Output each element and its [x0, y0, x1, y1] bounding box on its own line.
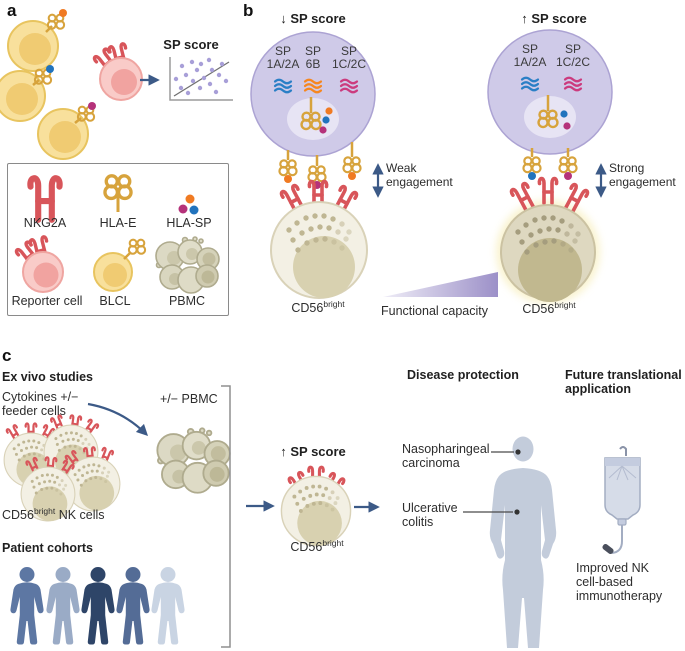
strong-hla-e-complexes	[522, 148, 578, 180]
sp-1a2a-label: 1A/2A	[513, 55, 547, 69]
cd56bright-nk-cluster	[4, 412, 122, 523]
cd56bright-label: CD56bright	[522, 299, 576, 316]
sp-score-up-label: ↑ SP score	[280, 444, 346, 459]
legend-label-hla-sp: HLA-SP	[166, 216, 212, 230]
nasopharyngeal-label: carcinoma	[402, 456, 460, 470]
sp-1c2c-label: SP	[564, 42, 582, 56]
sp-6b-label: 6B	[305, 57, 321, 71]
person-icon	[81, 567, 115, 645]
hla-sp-dot	[46, 65, 54, 73]
hla-e-icon	[103, 174, 133, 212]
strong-engagement-label: engagement	[609, 175, 676, 189]
sp-1c2c-label: 1C/2C	[555, 55, 591, 69]
legend-box	[7, 163, 229, 316]
sp-1a2a-label: SP	[521, 42, 539, 56]
improved-nk-label: cell-based	[576, 575, 633, 589]
functional-capacity-label: Functional capacity	[381, 304, 489, 318]
strong-engagement-label: Strong	[609, 161, 645, 175]
high-sp-title: ↑ SP score	[521, 11, 587, 26]
arrow-to-pbmc	[87, 402, 149, 437]
legend-label-pbmc: PBMC	[168, 294, 206, 308]
sp-1c2c-label: SP	[340, 44, 358, 58]
reporter-cell-icon	[13, 234, 64, 293]
sp-1c2c-label: 1C/2C	[331, 57, 367, 71]
legend-label-nkg2a: NKG2A	[23, 216, 67, 230]
improved-nk-label: immunotherapy	[576, 589, 663, 603]
ulcerative-colitis-label: colitis	[402, 515, 434, 529]
functional-capacity-gradient	[383, 272, 498, 297]
low-sp-target-cell	[250, 31, 376, 157]
panel-a-label: a	[7, 1, 17, 20]
disease-protection-heading: Disease protection	[407, 368, 519, 382]
sp-score-scatter-plot	[169, 57, 233, 101]
iv-bag-icon	[602, 446, 641, 555]
patient-cohort-icons	[10, 567, 185, 645]
legend-icons	[13, 174, 220, 294]
nasopharyngeal-label: Nasopharingeal	[402, 442, 490, 456]
panel-b-label: b	[243, 1, 254, 20]
nk-cell-strong	[496, 176, 600, 304]
future-application-heading: application	[565, 382, 631, 396]
panel-c-label: c	[2, 346, 12, 365]
bracket	[221, 385, 231, 648]
sp-1a2a-label: SP	[274, 44, 292, 58]
ex-vivo-heading: Ex vivo studies	[2, 370, 94, 384]
disease-annotations	[463, 449, 521, 515]
future-application-heading: Future translational	[565, 368, 682, 382]
legend-label-blcl: BLCL	[99, 294, 131, 308]
legend-label-hla-e: HLA-E	[99, 216, 137, 230]
hla-sp-dot	[59, 9, 67, 17]
low-sp-title: ↓ SP score	[280, 11, 346, 26]
panel-b-graphics	[250, 29, 613, 304]
cytokines-label: Cytokines +/−	[2, 390, 79, 404]
legend-label-reporter: Reporter cell	[11, 294, 83, 308]
improved-nk-label: Improved NK	[576, 561, 649, 575]
cytokines-label: feeder cells	[2, 404, 66, 418]
blcl-cell	[37, 102, 96, 160]
panel-a-graphics	[0, 9, 233, 294]
ulcerative-colitis-label: Ulcerative	[402, 501, 458, 515]
patient-silhouette	[489, 436, 557, 648]
blcl-cell	[0, 65, 54, 122]
blcl-cell	[7, 9, 67, 72]
cd56bright-label: CD56bright	[291, 298, 345, 315]
panel-c-graphics	[4, 385, 641, 648]
cd56bright-label: CD56bright	[290, 537, 344, 554]
pbmc-label: +/− PBMC	[160, 392, 218, 406]
person-icon	[10, 567, 44, 645]
patient-cohorts-heading: Patient cohorts	[2, 541, 93, 555]
person-icon	[151, 567, 185, 645]
hla-sp-dot	[88, 102, 96, 110]
weak-engagement-label: Weak	[386, 161, 417, 175]
sp-6b-label: SP	[304, 44, 322, 58]
blcl-icon	[93, 238, 147, 292]
person-icon	[46, 567, 80, 645]
cd56bright-nk-cells-label: CD56bright NK cells	[2, 505, 105, 522]
sp-1a2a-label: 1A/2A	[266, 57, 300, 71]
weak-engagement-label: engagement	[386, 175, 453, 189]
person-icon	[116, 567, 150, 645]
nk-cell-high-sp	[281, 465, 350, 545]
reporter-cell	[91, 41, 143, 101]
nk-cell-weak	[271, 179, 367, 298]
high-sp-target-cell	[487, 29, 613, 155]
hla-sp-icon	[178, 194, 199, 215]
sp-score-title: SP score	[163, 37, 219, 52]
pbmc-cluster	[156, 427, 231, 494]
